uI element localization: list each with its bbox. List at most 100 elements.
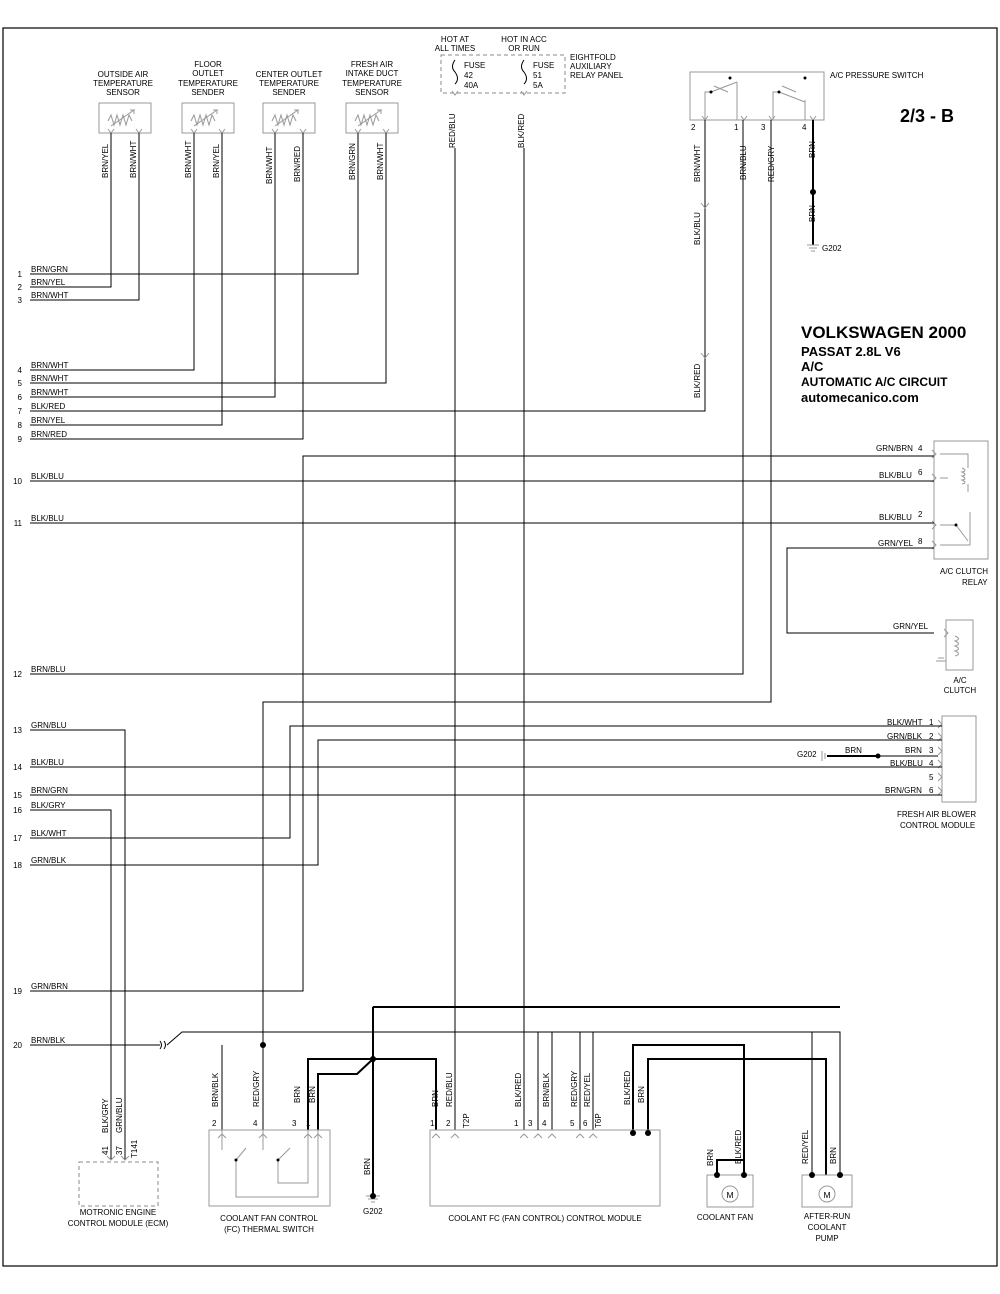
wire-label: BRN [905, 746, 922, 755]
wire-label: BRN [637, 1086, 646, 1103]
wire-label: BRN/GRN [31, 265, 68, 274]
wire-label: BRN [845, 746, 862, 755]
center-outlet-temperature-sender: CENTER OUTLET TEMPERATURE SENDER [256, 70, 323, 134]
wire-label: BLK/BLU [879, 513, 912, 522]
pin-number: 1 [430, 1119, 435, 1128]
sensor-label: CENTER OUTLET [256, 70, 323, 79]
component-label: (FC) THERMAL SWITCH [224, 1225, 314, 1234]
pin-number: 8 [18, 421, 23, 430]
wire-label: RED/GRY [252, 1070, 261, 1107]
wire-label: BRN/WHT [31, 374, 68, 383]
component-label: A/C [953, 676, 967, 685]
hot-label: HOT AT [441, 35, 469, 44]
pin-number: 5 [570, 1119, 575, 1128]
pin-number: 2 [18, 283, 23, 292]
sensor-wires [30, 133, 387, 440]
wire-label: RED/GRY [570, 1070, 579, 1107]
eightfold-auxiliary-relay-panel: HOT AT ALL TIMES HOT IN ACC OR RUN EIGHT… [435, 35, 624, 96]
fuse-label: FUSE [464, 61, 485, 70]
pin-number: 10 [13, 477, 22, 486]
wire-label: BRN/BLU [31, 665, 66, 674]
pin-number: 6 [929, 786, 934, 795]
component-label: A/C CLUTCH [940, 567, 988, 576]
fresh-air-intake-duct-temperature-sensor: FRESH AIR INTAKE DUCT TEMPERATURE SENSOR [342, 60, 402, 134]
motronic-engine-control-module: MOTRONIC ENGINE CONTROL MODULE (ECM) [68, 1155, 169, 1228]
wire-label: BRN/WHT [184, 141, 193, 178]
brn-wires [307, 1006, 840, 1196]
pin-number: 5 [18, 379, 23, 388]
hot-label: ALL TIMES [435, 44, 475, 53]
wire-label: BLK/BLU [890, 759, 923, 768]
pin-number: 11 [14, 519, 23, 528]
sensor-label: SENSOR [355, 88, 389, 97]
title-circuit: AUTOMATIC A/C CIRCUIT [801, 375, 948, 389]
coolant-fc-control-module: COOLANT FC (FAN CONTROL) CONTROL MODULE [429, 1129, 661, 1223]
relay-panel-label: RELAY PANEL [570, 71, 624, 80]
ground-icon [807, 244, 819, 252]
wire-label: BLK/GRY [101, 1098, 110, 1133]
ground-icon [821, 751, 826, 761]
hot-label: OR RUN [508, 44, 540, 53]
pin-number: 7 [18, 407, 23, 416]
wire-label: BRN/YEL [101, 143, 110, 178]
pin-number: 4 [253, 1119, 258, 1128]
title-model: PASSAT 2.8L V6 [801, 344, 901, 359]
wire-label: GRN/BLU [115, 1097, 124, 1133]
relay-panel-label: AUXILIARY [570, 62, 612, 71]
wire-label: RED/YEL [583, 1072, 592, 1107]
pin-number: 6 [918, 468, 923, 477]
sensor-label: SENDER [272, 88, 306, 97]
wire-label: BLK/BLU [31, 758, 64, 767]
pin-number: 3 [929, 746, 934, 755]
component-label: A/C PRESSURE SWITCH [830, 71, 924, 80]
wire-label: RED/BLU [448, 113, 457, 148]
page-border [2, 27, 998, 1267]
wire-label: RED/BLU [445, 1072, 454, 1107]
coolant-fan: M COOLANT FAN [697, 1159, 754, 1222]
ac-clutch: A/C CLUTCH [936, 619, 976, 695]
pin-number: 3 [292, 1119, 297, 1128]
sensor-label: SENSOR [106, 88, 140, 97]
pin-number: 1 [18, 270, 23, 279]
pin-number: 1 [734, 123, 739, 132]
wire-label: BLK/WHT [31, 829, 67, 838]
motor-icon: M [726, 1190, 733, 1200]
component-label: CONTROL MODULE (ECM) [68, 1219, 169, 1228]
wire-label: BRN/BLK [211, 1072, 220, 1107]
pin-number: 3 [761, 123, 766, 132]
component-label: COOLANT FC (FAN CONTROL) CONTROL MODULE [448, 1214, 641, 1223]
wire-label: BRN/WHT [31, 361, 68, 370]
pin-number: 1 [514, 1119, 519, 1128]
ground-label: G202 [363, 1207, 383, 1216]
fuse-rating: 40A [464, 81, 479, 90]
fresh-air-blower-control-module: FRESH AIR BLOWER CONTROL MODULE [897, 715, 977, 830]
pin-number: 2 [691, 123, 696, 132]
wire-label: BRN [293, 1086, 302, 1103]
wire-label: BLK/RED [517, 114, 526, 148]
pin-number: 3 [528, 1119, 533, 1128]
wire-label: BLK/BLU [31, 472, 64, 481]
wire-label: BRN/RED [31, 430, 67, 439]
clutch-relay-wires [30, 455, 934, 992]
hot-label: HOT IN ACC [501, 35, 547, 44]
pin-number: 12 [13, 670, 22, 679]
component-label: CONTROL MODULE [900, 821, 975, 830]
left-connector: 1BRN/GRN2BRN/YEL3BRN/WHT4BRN/WHT5BRN/WHT… [13, 265, 68, 1050]
pin-number: 4 [929, 759, 934, 768]
pin-number: 4 [802, 123, 807, 132]
motor-icon: M [823, 1190, 830, 1200]
pin-number: 6 [583, 1119, 588, 1128]
floor-outlet-temperature-sender: FLOOR OUTLET TEMPERATURE SENDER [178, 60, 238, 134]
sensor-label: FLOOR [194, 60, 222, 69]
pin-number: 3 [18, 296, 23, 305]
relay-panel-label: EIGHTFOLD [570, 53, 616, 62]
pin-number: 1 [929, 718, 934, 727]
pin-number: 15 [13, 791, 22, 800]
title-website: automecanico.com [801, 390, 919, 405]
connector-label: T6P [594, 1113, 603, 1128]
pin-number: 2 [446, 1119, 451, 1128]
component-label: FRESH AIR BLOWER [897, 810, 976, 819]
pressure-switch-wires [30, 120, 772, 1043]
sensor-label: TEMPERATURE [93, 79, 153, 88]
